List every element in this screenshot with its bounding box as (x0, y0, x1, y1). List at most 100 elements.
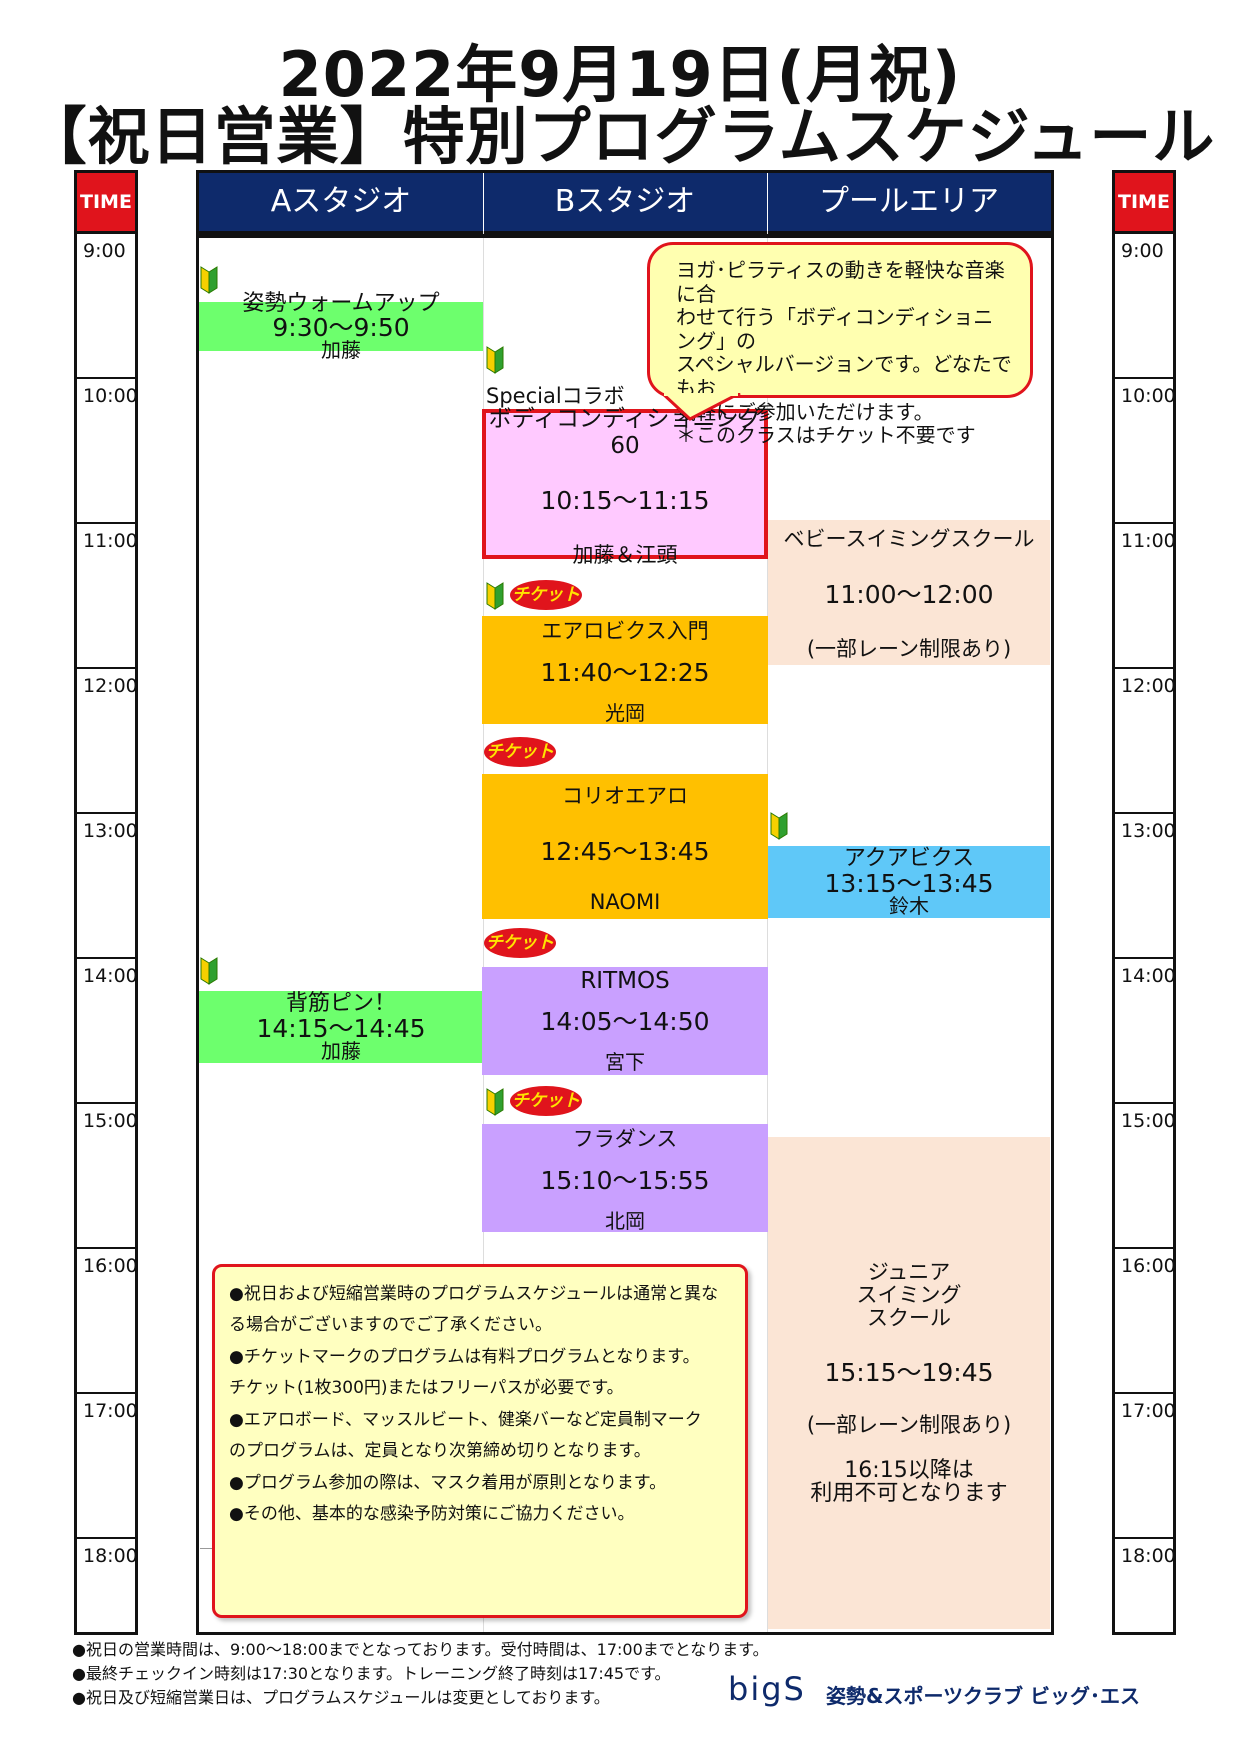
beginner-mark-icon (486, 1088, 504, 1120)
program-time: 15:15〜19:45 (824, 1357, 994, 1387)
program-junior-swimming[interactable]: ジュニア スイミング スクール 15:15〜19:45 (一部レーン制限あり) … (768, 1137, 1050, 1629)
program-warmup[interactable]: 姿勢ウォームアップ 9:30〜9:50 加藤 (199, 292, 483, 361)
program-baby-swimming[interactable]: ベビースイミングスクール 11:00〜12:00 (一部レーン制限あり) (768, 520, 1050, 665)
header-divider (199, 231, 1051, 234)
hour-label: 14:00 (1115, 959, 1176, 1104)
hour-label: 10:00 (1115, 379, 1176, 524)
program-time: 12:45〜13:45 (540, 836, 710, 866)
footer-line: ●祝日及び短縮営業日は、プログラムスケジュールは変更としております。 (72, 1688, 610, 1707)
program-instructor: 北岡 (605, 1208, 645, 1233)
program-name: フラダンス (572, 1126, 678, 1151)
program-chorio-aero[interactable]: コリオエアロ 12:45〜13:45 NAOMI (482, 774, 768, 919)
program-instructor: NAOMI (589, 889, 661, 914)
hour-label: 13:00 (77, 814, 138, 959)
program-instructor: 加藤 (321, 1038, 361, 1063)
page-title-date: 2022年9月19日(月祝) (278, 38, 962, 111)
program-note: 利用不可となります (810, 1480, 1008, 1506)
hour-label: 11:00 (1115, 524, 1176, 669)
program-note: (一部レーン制限あり) (806, 636, 1012, 661)
hour-label: 13:00 (1115, 814, 1176, 959)
ticket-badge-icon: チケット (484, 737, 556, 767)
time-column-right: TIME 9:00 10:00 11:00 12:00 13:00 14:00 … (1112, 170, 1176, 1635)
header-divider-2 (199, 234, 1051, 238)
header-divider-white (767, 173, 768, 231)
program-name: ベビースイミングスクール (783, 526, 1035, 551)
notes-box: ●祝日および短縮営業時のプログラムスケジュールは通常と異な る場合がございますの… (212, 1264, 748, 1618)
hour-label: 18:00 (1121, 1545, 1176, 1567)
hour-label: 16:00 (1115, 1249, 1176, 1394)
note-line: のプログラムは、定員となり次第締め切りとなります。 (229, 1441, 651, 1462)
hour-label: 10:00 (77, 379, 138, 524)
program-time: 13:15〜13:45 (824, 868, 994, 898)
hour-label: 16:00 (77, 1249, 138, 1394)
program-note: (一部レーン制限あり) (806, 1412, 1012, 1437)
program-time: 11:00〜12:00 (824, 579, 994, 609)
footer-line: ●最終チェックイン時刻は17:30となります。トレーニング終了時刻は17:45で… (72, 1664, 671, 1683)
special-callout: ヨガ･ピラティスの動きを軽快な音楽に合 わせて行う「ボディコンディショニング」の… (647, 242, 1033, 447)
ticket-badge-icon: チケット (510, 580, 582, 610)
program-time: 14:15〜14:45 (256, 1013, 426, 1043)
program-aerobics-intro[interactable]: エアロビクス入門 11:40〜12:25 光岡 (482, 616, 768, 725)
program-ritmos[interactable]: RITMOS 14:05〜14:50 宮下 (482, 967, 768, 1075)
program-instructor: 鈴木 (889, 893, 929, 918)
hour-label: 11:00 (77, 524, 138, 669)
ticket-badge-icon: チケット (484, 928, 556, 958)
program-hula-dance[interactable]: フラダンス 15:10〜15:55 北岡 (482, 1124, 768, 1233)
beginner-mark-icon (486, 346, 504, 378)
hour-label: 12:00 (77, 669, 138, 814)
program-name: ボディコンディショニング60 (488, 406, 762, 459)
program-name: RITMOS (580, 967, 670, 994)
program-time: 14:05〜14:50 (540, 1006, 710, 1036)
callout-line: ヨガ･ピラティスの動きを軽快な音楽に合 (676, 258, 1005, 306)
footer-line: ●祝日の営業時間は、9:00〜18:00までとなっております。受付時間は、17:… (72, 1640, 769, 1659)
beginner-mark-icon (200, 957, 218, 989)
program-name: エアロビクス入門 (541, 618, 709, 643)
program-time: 11:40〜12:25 (540, 657, 710, 687)
hour-label: 18:00 (83, 1545, 138, 1567)
pool-area-header: プールエリア (819, 184, 999, 219)
time-header: TIME (77, 173, 135, 234)
club-name: 姿勢&スポーツクラブ ビッグ･エス (826, 1684, 1141, 1708)
hour-label: 15:00 (1115, 1104, 1176, 1249)
program-aquabics[interactable]: アクアビクス 13:15〜13:45 鈴木 (768, 846, 1050, 918)
program-time: 15:10〜15:55 (540, 1165, 710, 1195)
hour-label: 17:00 (1115, 1394, 1176, 1539)
note-line: る場合がございますのでご了承ください。 (229, 1315, 552, 1336)
bigs-logo-icon: bigS (728, 1670, 806, 1708)
callout-tail (660, 391, 750, 425)
program-time: 10:15〜11:15 (540, 486, 710, 515)
program-name: スクール (867, 1306, 951, 1331)
program-name: アクアビクス (843, 846, 975, 872)
header-divider-white (483, 173, 484, 231)
hour-label: 15:00 (77, 1104, 138, 1249)
program-name: 姿勢ウォームアップ (242, 290, 440, 316)
note-line: ●プログラム参加の際は、マスク着用が原則となります。 (229, 1472, 667, 1493)
program-name: 背筋ピン！ (285, 991, 396, 1017)
program-name: コリオエアロ (562, 783, 688, 808)
studio-b-header: Bスタジオ (554, 184, 696, 219)
program-body-conditioning[interactable]: ボディコンディショニング60 10:15〜11:15 加藤＆江頭 (482, 406, 768, 567)
beginner-mark-icon (770, 812, 788, 844)
time-header: TIME (1115, 173, 1173, 234)
program-senaka-pin[interactable]: 背筋ピン！ 14:15〜14:45 加藤 (199, 991, 483, 1063)
program-instructor: 光岡 (605, 700, 645, 725)
note-line: ●その他、基本的な感染予防対策にご協力ください。 (229, 1504, 635, 1525)
studio-header-row (199, 173, 1051, 231)
hour-label: 9:00 (77, 234, 135, 379)
studio-a-header: Aスタジオ (270, 184, 412, 219)
callout-line: わせて行う「ボディコンディショニング」の (676, 305, 994, 353)
page-title-main: 【祝日営業】特別プログラムスケジュール (24, 100, 1216, 173)
hour-label: 17:00 (77, 1394, 138, 1539)
program-time: 9:30〜9:50 (272, 313, 410, 343)
hour-label: 12:00 (1115, 669, 1176, 814)
note-line: ●エアロボード、マッスルビート、健楽バーなど定員制マーク (229, 1409, 702, 1430)
note-line: チケット(1枚300円)またはフリーパスが必要です。 (229, 1378, 624, 1399)
hour-label: 14:00 (77, 959, 138, 1104)
program-instructor: 加藤＆江頭 (572, 543, 678, 567)
program-instructor: 加藤 (321, 338, 361, 363)
program-name: スイミング (856, 1283, 962, 1308)
special-collab-label: Specialコラボ (486, 384, 625, 408)
time-column-left: TIME 9:00 10:00 11:00 12:00 13:00 14:00 … (74, 170, 138, 1635)
note-line: ●チケットマークのプログラムは有料プログラムとなります。 (229, 1346, 700, 1367)
program-note: 16:15以降は (844, 1457, 974, 1483)
